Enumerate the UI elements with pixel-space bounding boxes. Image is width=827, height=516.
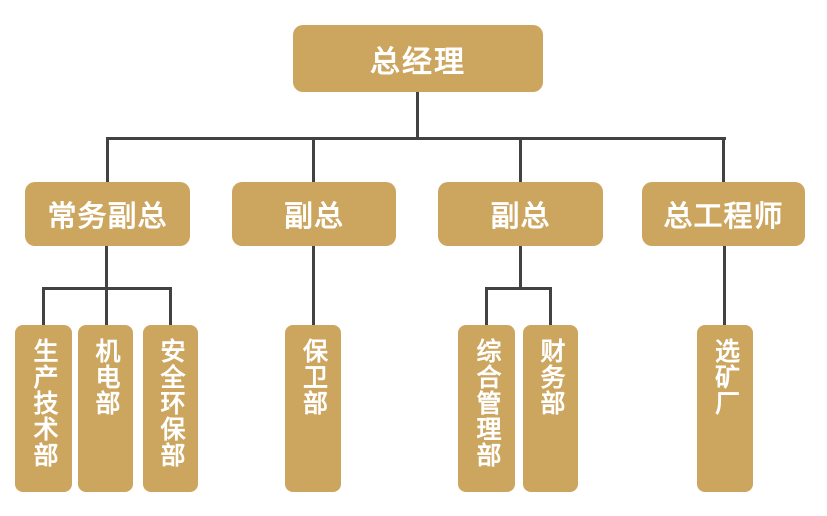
org-node-executive-deputy-gm: 常务副总 (25, 182, 190, 246)
org-node-general-management-dept: 综合管理部 (458, 325, 515, 492)
org-node-deputy-gm-1: 副总 (232, 182, 396, 246)
connector-drop-mechanical-electrical (105, 287, 108, 325)
connector-riser-executive-deputy (105, 246, 108, 290)
connector-drop-chief-engineer (722, 137, 725, 182)
org-node-production-tech-dept: 生产技术部 (15, 325, 72, 492)
connector-drop-production-tech (42, 287, 45, 325)
org-node-label: 副总 (490, 201, 551, 233)
org-node-label: 安全环保部 (157, 338, 185, 468)
connector-level1-horizontal (106, 137, 726, 140)
connector-drop-finance-dept (549, 287, 552, 325)
org-node-label: 总工程师 (663, 201, 784, 233)
connector-drop-ore-dressing-plant (723, 246, 726, 325)
org-node-label: 生产技术部 (30, 338, 58, 468)
connector-riser-deputy-2 (519, 246, 522, 290)
org-node-finance-dept: 财务部 (523, 325, 578, 492)
org-node-deputy-gm-2: 副总 (438, 182, 603, 246)
org-node-security-dept: 保卫部 (285, 325, 341, 492)
org-node-chief-engineer: 总工程师 (642, 182, 805, 246)
org-node-safety-environment-dept: 安全环保部 (143, 325, 198, 492)
org-node-general-manager: 总经理 (293, 25, 543, 92)
org-node-label: 综合管理部 (473, 338, 501, 468)
connector-drop-executive-deputy (106, 137, 109, 182)
connector-drop-safety-environment (169, 287, 172, 325)
org-node-label: 副总 (283, 201, 344, 233)
org-node-label: 总经理 (370, 45, 466, 79)
connector-drop-deputy-1 (312, 137, 315, 182)
org-node-label: 选矿厂 (711, 338, 740, 416)
org-node-label: 财务部 (537, 338, 565, 416)
org-node-ore-dressing-plant: 选矿厂 (697, 325, 753, 492)
connector-drop-general-management (485, 287, 488, 325)
org-node-label: 机电部 (92, 338, 120, 416)
connector-drop-security-dept (312, 246, 315, 325)
org-node-label: 保卫部 (299, 338, 328, 416)
connector-root-riser (416, 92, 419, 140)
connector-group-c-horizontal (485, 287, 552, 290)
connector-drop-deputy-2 (519, 137, 522, 182)
org-node-mechanical-electrical-dept: 机电部 (78, 325, 133, 492)
org-node-label: 常务副总 (47, 201, 168, 233)
